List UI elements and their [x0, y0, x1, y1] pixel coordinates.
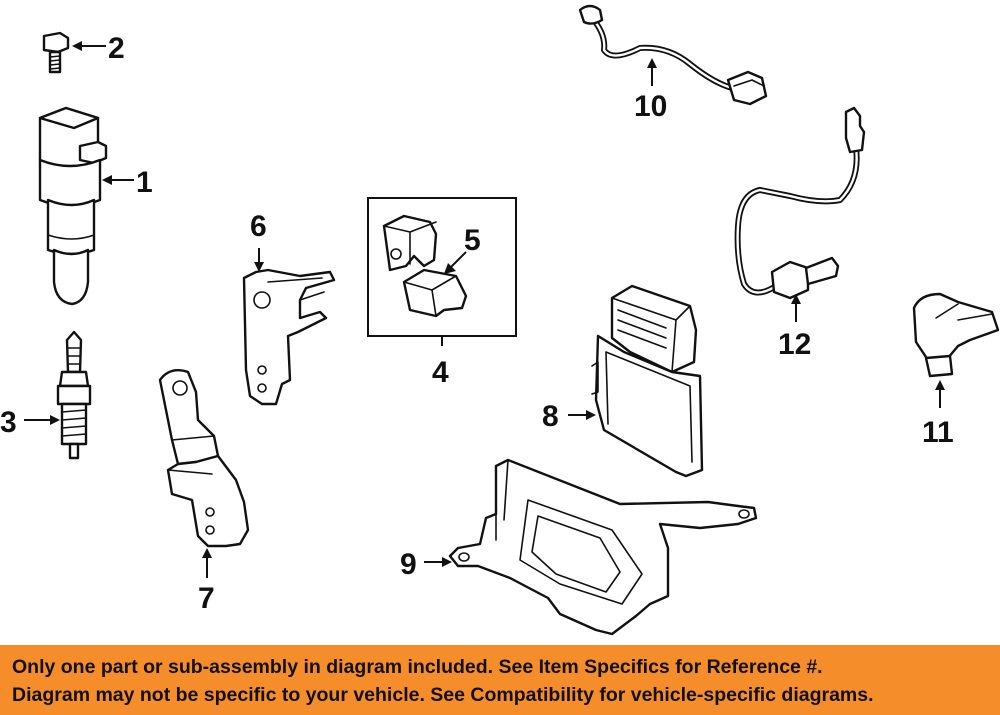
callout-2: 2	[108, 32, 125, 65]
ecu-part	[591, 284, 704, 478]
callout-8: 8	[542, 400, 559, 433]
disclaimer-banner: Only one part or sub-assembly in diagram…	[0, 645, 1000, 715]
bolt-part	[42, 31, 70, 74]
bracket-part-7	[158, 369, 250, 548]
callout-12: 12	[778, 328, 811, 361]
callout-9: 9	[400, 548, 417, 581]
disclaimer-line-1: Only one part or sub-assembly in diagram…	[12, 656, 823, 678]
sensor-assembly-box	[367, 197, 517, 337]
bracket-part-6	[242, 268, 336, 406]
sensor-part-11	[912, 292, 1000, 378]
callout-1: 1	[136, 166, 153, 199]
callout-6: 6	[250, 210, 267, 243]
callout-arrows	[24, 41, 945, 578]
knock-sensor-part	[578, 4, 768, 106]
callout-7: 7	[198, 582, 215, 615]
spark-plug-part	[56, 330, 92, 460]
disclaimer-line-2: Diagram may not be specific to your vehi…	[12, 684, 874, 706]
callout-11: 11	[922, 416, 954, 449]
callout-5: 5	[464, 224, 481, 257]
callout-3: 3	[0, 406, 17, 439]
ignition-coil-part	[38, 106, 108, 306]
ecu-bracket-part	[448, 458, 758, 636]
callout-4: 4	[432, 356, 449, 389]
callout-10: 10	[634, 90, 667, 123]
sensor-part-12	[734, 106, 866, 300]
parts-diagram: 1 2 3 4 5 6 7 8 9 10 11 12	[0, 4, 1000, 636]
